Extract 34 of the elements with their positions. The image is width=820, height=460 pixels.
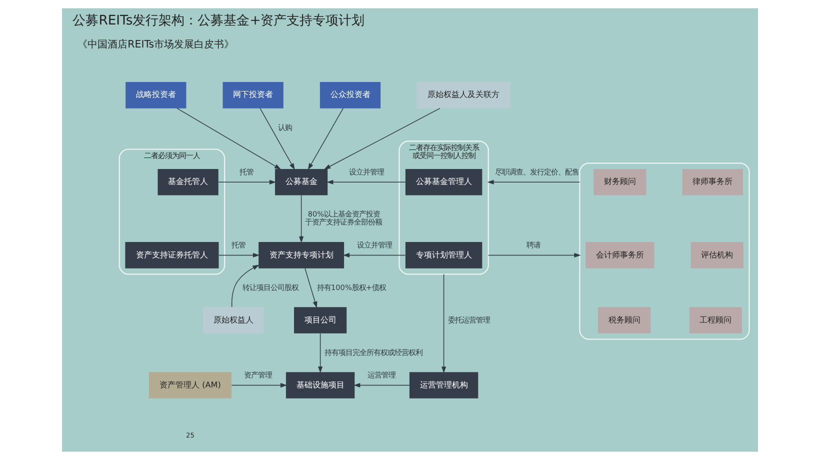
arrow <box>308 108 344 170</box>
edge-label: 运营管理 <box>367 370 396 380</box>
arrow <box>218 252 260 258</box>
label: 《中国酒店REITs市场发展白皮书》 <box>78 39 234 50</box>
arrow <box>326 180 406 184</box>
edge-label: 资产管理 <box>244 370 272 380</box>
arrow <box>304 268 318 308</box>
arrow <box>231 264 260 308</box>
edge-label: 认购 <box>278 122 292 132</box>
arrow <box>299 194 304 244</box>
edge-label: 托管 <box>231 240 246 250</box>
edge-label: 持有100%股权+债权 <box>317 282 386 292</box>
edge-label: 设立并管理 <box>348 167 384 176</box>
arrow <box>318 333 323 374</box>
edge-label: 尽职调查、发行定价、配售 <box>494 167 579 176</box>
edge-label: 托管 <box>239 167 254 176</box>
edge-label: 80%以上基金资产投资于资产支持证券全部份额 <box>304 209 382 227</box>
arrow <box>231 382 288 388</box>
arrow <box>354 382 410 388</box>
cluster <box>579 162 750 340</box>
arrow <box>442 274 446 374</box>
arrow <box>487 180 580 184</box>
arrow <box>176 108 282 170</box>
edge-label: 转让项目公司股权 <box>242 282 298 292</box>
arrow <box>324 108 440 170</box>
arrow <box>260 108 295 170</box>
edge-label: 设立并管理 <box>357 240 392 250</box>
arrow <box>488 252 581 258</box>
edge-label: 聘请 <box>526 240 541 250</box>
diagram-title: 公募REITs发行架构：公募基金+资产支持专项计划 <box>72 14 365 29</box>
arrow <box>342 252 406 258</box>
arrow <box>218 180 276 184</box>
edge-label: 委托运营管理 <box>448 315 490 324</box>
edge-label: 持有项目完全所有权或经营权利 <box>324 348 422 357</box>
